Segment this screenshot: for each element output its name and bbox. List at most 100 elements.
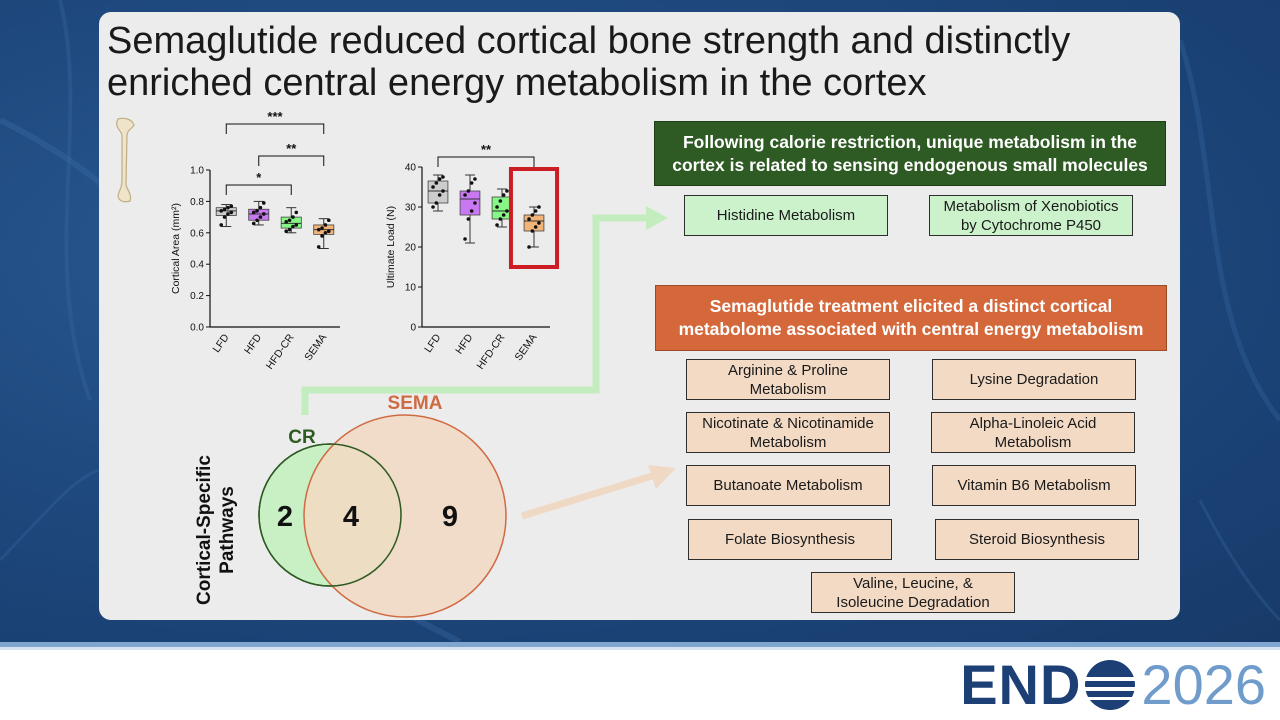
data-point bbox=[473, 201, 477, 205]
data-point bbox=[463, 237, 467, 241]
data-point bbox=[537, 221, 541, 225]
data-point bbox=[505, 209, 509, 213]
data-point bbox=[229, 210, 234, 215]
data-point bbox=[255, 209, 259, 213]
data-point bbox=[527, 245, 531, 249]
data-point bbox=[537, 205, 541, 209]
pathway-line2: Metabolism bbox=[749, 433, 827, 451]
pathway-line1: Folate Biosynthesis bbox=[724, 531, 856, 548]
y-axis-label: Cortical Area (mm²) bbox=[170, 203, 182, 294]
data-point bbox=[530, 229, 535, 233]
data-point bbox=[229, 204, 234, 208]
venn-overlap-count: 4 bbox=[343, 501, 359, 533]
data-point bbox=[431, 205, 435, 209]
data-point bbox=[226, 205, 230, 210]
sema-pathway-vitamin-b6: Vitamin B6 Metabolism bbox=[932, 465, 1136, 506]
data-point bbox=[326, 218, 331, 223]
sema-pathway-folate: Folate Biosynthesis bbox=[688, 519, 892, 560]
sema-panel-header: Semaglutide treatment elicited a distinc… bbox=[655, 285, 1167, 351]
y-tick-label: 0.6 bbox=[190, 228, 204, 239]
data-point bbox=[251, 221, 256, 226]
data-point bbox=[434, 201, 439, 205]
venn-cr-only-count: 2 bbox=[277, 501, 293, 533]
significance-bracket bbox=[225, 123, 325, 134]
data-point bbox=[463, 193, 467, 197]
data-point bbox=[294, 223, 299, 227]
significance-bracket bbox=[437, 156, 535, 167]
data-point bbox=[226, 212, 230, 216]
data-point bbox=[495, 205, 499, 209]
data-point bbox=[501, 213, 506, 217]
data-point bbox=[258, 205, 263, 210]
sema-pathway-bcaa: Valine, Leucine, & Isoleucine Degradatio… bbox=[811, 572, 1015, 613]
pathway-line1: Lysine Degradation bbox=[969, 371, 1099, 388]
pathway-line1: Nicotinate & Nicotinamide bbox=[702, 414, 874, 432]
data-point bbox=[473, 177, 477, 181]
pathway-line2: Metabolism bbox=[994, 433, 1072, 451]
venn-sema-label: SEMA bbox=[388, 393, 443, 414]
data-point bbox=[287, 227, 292, 232]
y-tick-label: 20 bbox=[405, 243, 417, 254]
sema-connector-line bbox=[520, 472, 654, 520]
y-tick-label: 0.0 bbox=[190, 323, 204, 334]
data-point bbox=[431, 185, 435, 189]
y-tick-label: 40 bbox=[405, 163, 417, 174]
data-point bbox=[533, 209, 538, 213]
y-tick-label: 1.0 bbox=[190, 166, 204, 177]
data-point bbox=[437, 193, 442, 197]
data-point bbox=[498, 199, 503, 203]
endo-logo: END 2026 bbox=[960, 655, 1266, 715]
pathway-line2: by Cytochrome P450 bbox=[960, 216, 1102, 234]
y-tick-label: 0.2 bbox=[190, 291, 204, 302]
globe-icon bbox=[1083, 660, 1138, 710]
data-point bbox=[284, 220, 289, 224]
data-point bbox=[469, 209, 474, 213]
sema-pathway-steroid: Steroid Biosynthesis bbox=[935, 519, 1139, 560]
significance-bracket bbox=[225, 184, 292, 195]
sema-pathway-arginine: Arginine & Proline Metabolism bbox=[686, 359, 890, 400]
data-point bbox=[441, 175, 445, 179]
pathway-line2: Isoleucine Degradation bbox=[836, 593, 990, 611]
footer bbox=[0, 650, 1280, 720]
data-point bbox=[291, 224, 295, 229]
data-point bbox=[527, 217, 531, 221]
data-point bbox=[219, 209, 224, 213]
femur-bone-icon bbox=[116, 117, 135, 203]
venn-section-label-2: Pathways bbox=[217, 486, 238, 574]
pathway-line1: Steroid Biosynthesis bbox=[969, 531, 1105, 548]
data-point bbox=[501, 193, 506, 197]
data-point bbox=[495, 223, 499, 227]
pathway-line1: Vitamin B6 Metabolism bbox=[957, 477, 1111, 494]
data-point bbox=[323, 231, 328, 235]
logo-year: 2026 bbox=[1141, 653, 1266, 716]
cr-connector-line bbox=[301, 214, 646, 415]
cr-pathway-xenobiotics: Metabolism of Xenobiotics by Cytochrome … bbox=[929, 195, 1133, 236]
significance-bracket bbox=[258, 155, 325, 166]
data-point bbox=[434, 181, 439, 185]
data-point bbox=[466, 217, 471, 221]
y-tick-label: 0.8 bbox=[190, 197, 204, 208]
logo-text: END bbox=[960, 653, 1082, 716]
data-point bbox=[326, 229, 331, 234]
pathway-line1: Histidine Metabolism bbox=[716, 207, 856, 224]
footer-band-blue bbox=[0, 642, 1280, 647]
data-point bbox=[498, 217, 503, 221]
y-tick-label: 0.4 bbox=[190, 260, 204, 271]
pathway-line1: Arginine & Proline bbox=[727, 361, 849, 379]
pathway-line1: Valine, Leucine, & bbox=[853, 574, 973, 592]
data-point bbox=[294, 210, 299, 215]
pathway-line1: Alpha-Linoleic Acid bbox=[969, 414, 1097, 432]
footer-band-light bbox=[0, 647, 1280, 650]
data-point bbox=[505, 189, 509, 193]
data-point bbox=[441, 189, 445, 193]
data-point bbox=[437, 177, 442, 181]
data-point bbox=[466, 189, 471, 193]
significance-label: *** bbox=[267, 109, 283, 124]
venn-sema-only-count: 9 bbox=[442, 501, 458, 533]
data-point bbox=[530, 213, 535, 217]
pathway-line2: Metabolism bbox=[749, 380, 827, 398]
